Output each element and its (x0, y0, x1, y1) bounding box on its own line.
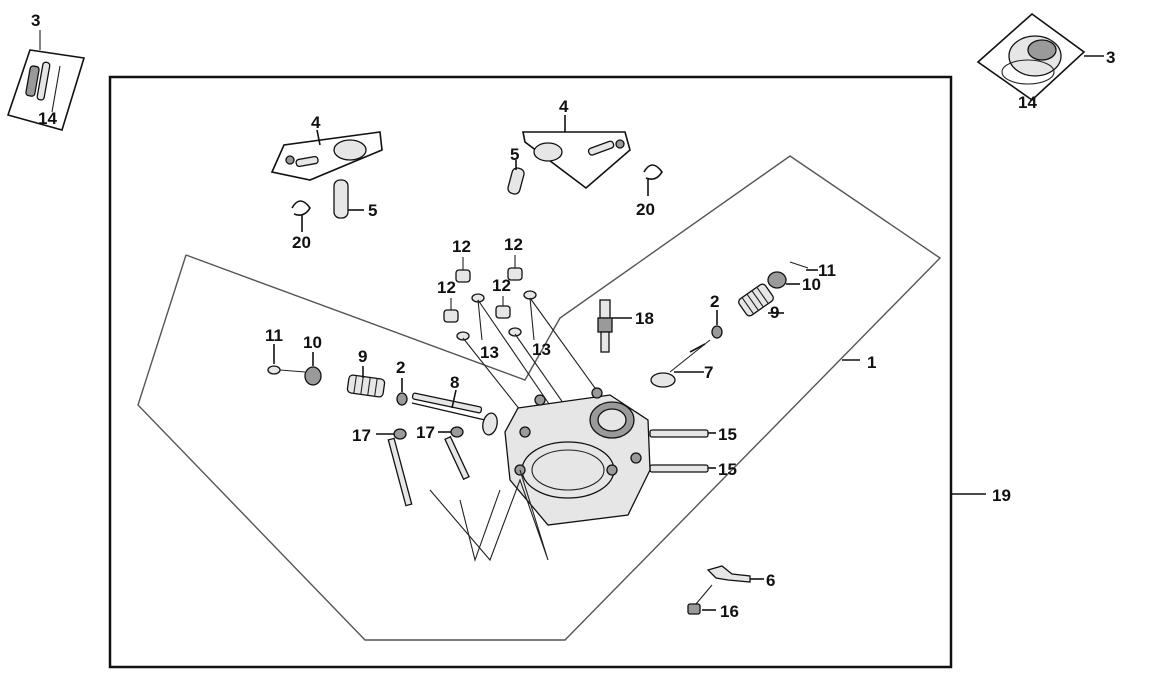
callout-17-a: 17 (352, 426, 371, 445)
callout-3-left: 3 (31, 11, 40, 30)
gasket-kit-right (976, 12, 1104, 102)
callout-5-left: 5 (368, 201, 377, 220)
callout-8: 8 (450, 373, 459, 392)
callout-20-left: 20 (292, 233, 311, 252)
callout-15-a: 15 (718, 425, 737, 444)
callout-5-mid: 5 (510, 145, 519, 164)
callout-12-c: 12 (437, 278, 456, 297)
callout-4-mid: 4 (559, 97, 569, 116)
valve-train-right (650, 261, 818, 388)
callout-7: 7 (704, 363, 713, 382)
callout-6: 6 (766, 571, 775, 590)
callout-15-b: 15 (718, 460, 737, 479)
callout-12-d: 12 (492, 276, 511, 295)
callout-2-right: 2 (710, 292, 719, 311)
callout-1: 1 (867, 353, 876, 372)
rocker-arm-left (270, 129, 383, 181)
spark-plug (597, 299, 632, 353)
head-nuts-and-washers (443, 255, 601, 421)
callout-18: 18 (635, 309, 654, 328)
callout-14-right: 14 (1018, 93, 1037, 112)
callout-12-a: 12 (452, 237, 471, 256)
callout-16: 16 (720, 602, 739, 621)
callout-2-left: 2 (396, 358, 405, 377)
valve-train-left (267, 344, 498, 436)
callout-11-left: 11 (265, 326, 283, 345)
rocker-arm-mid (522, 115, 631, 190)
assembly-frame (108, 75, 953, 669)
head-bolts (376, 426, 470, 507)
callout-19: 19 (992, 486, 1011, 505)
callout-11-right: 11 (818, 261, 836, 280)
callout-14-left: 14 (38, 109, 57, 128)
callout-9-right: 9 (770, 303, 779, 322)
head-studs (649, 429, 716, 473)
callout-17-b: 17 (416, 423, 435, 442)
callout-13-a: 13 (480, 343, 499, 362)
callout-12-b: 12 (504, 235, 523, 254)
gasket-kit-left (6, 30, 86, 131)
retaining-clip-left (291, 200, 311, 232)
callout-4-left: 4 (311, 113, 321, 132)
callout-20-mid: 20 (636, 200, 655, 219)
callout-10-right: 10 (802, 275, 821, 294)
bolt-alignment-lines-2 (459, 489, 501, 562)
callout-10-left: 10 (303, 333, 322, 352)
bracket-and-bolt (687, 565, 764, 615)
assembly-boundary-outline (137, 155, 942, 641)
callout-13-b: 13 (532, 340, 551, 359)
callout-3-right: 3 (1106, 48, 1115, 67)
bolt-alignment-lines (429, 469, 549, 562)
callout-9-left: 9 (358, 347, 367, 366)
cylinder-head (504, 387, 651, 526)
rocker-shaft-left (333, 179, 364, 219)
retaining-clip-mid (643, 164, 663, 196)
rocker-shaft-mid (507, 160, 525, 195)
